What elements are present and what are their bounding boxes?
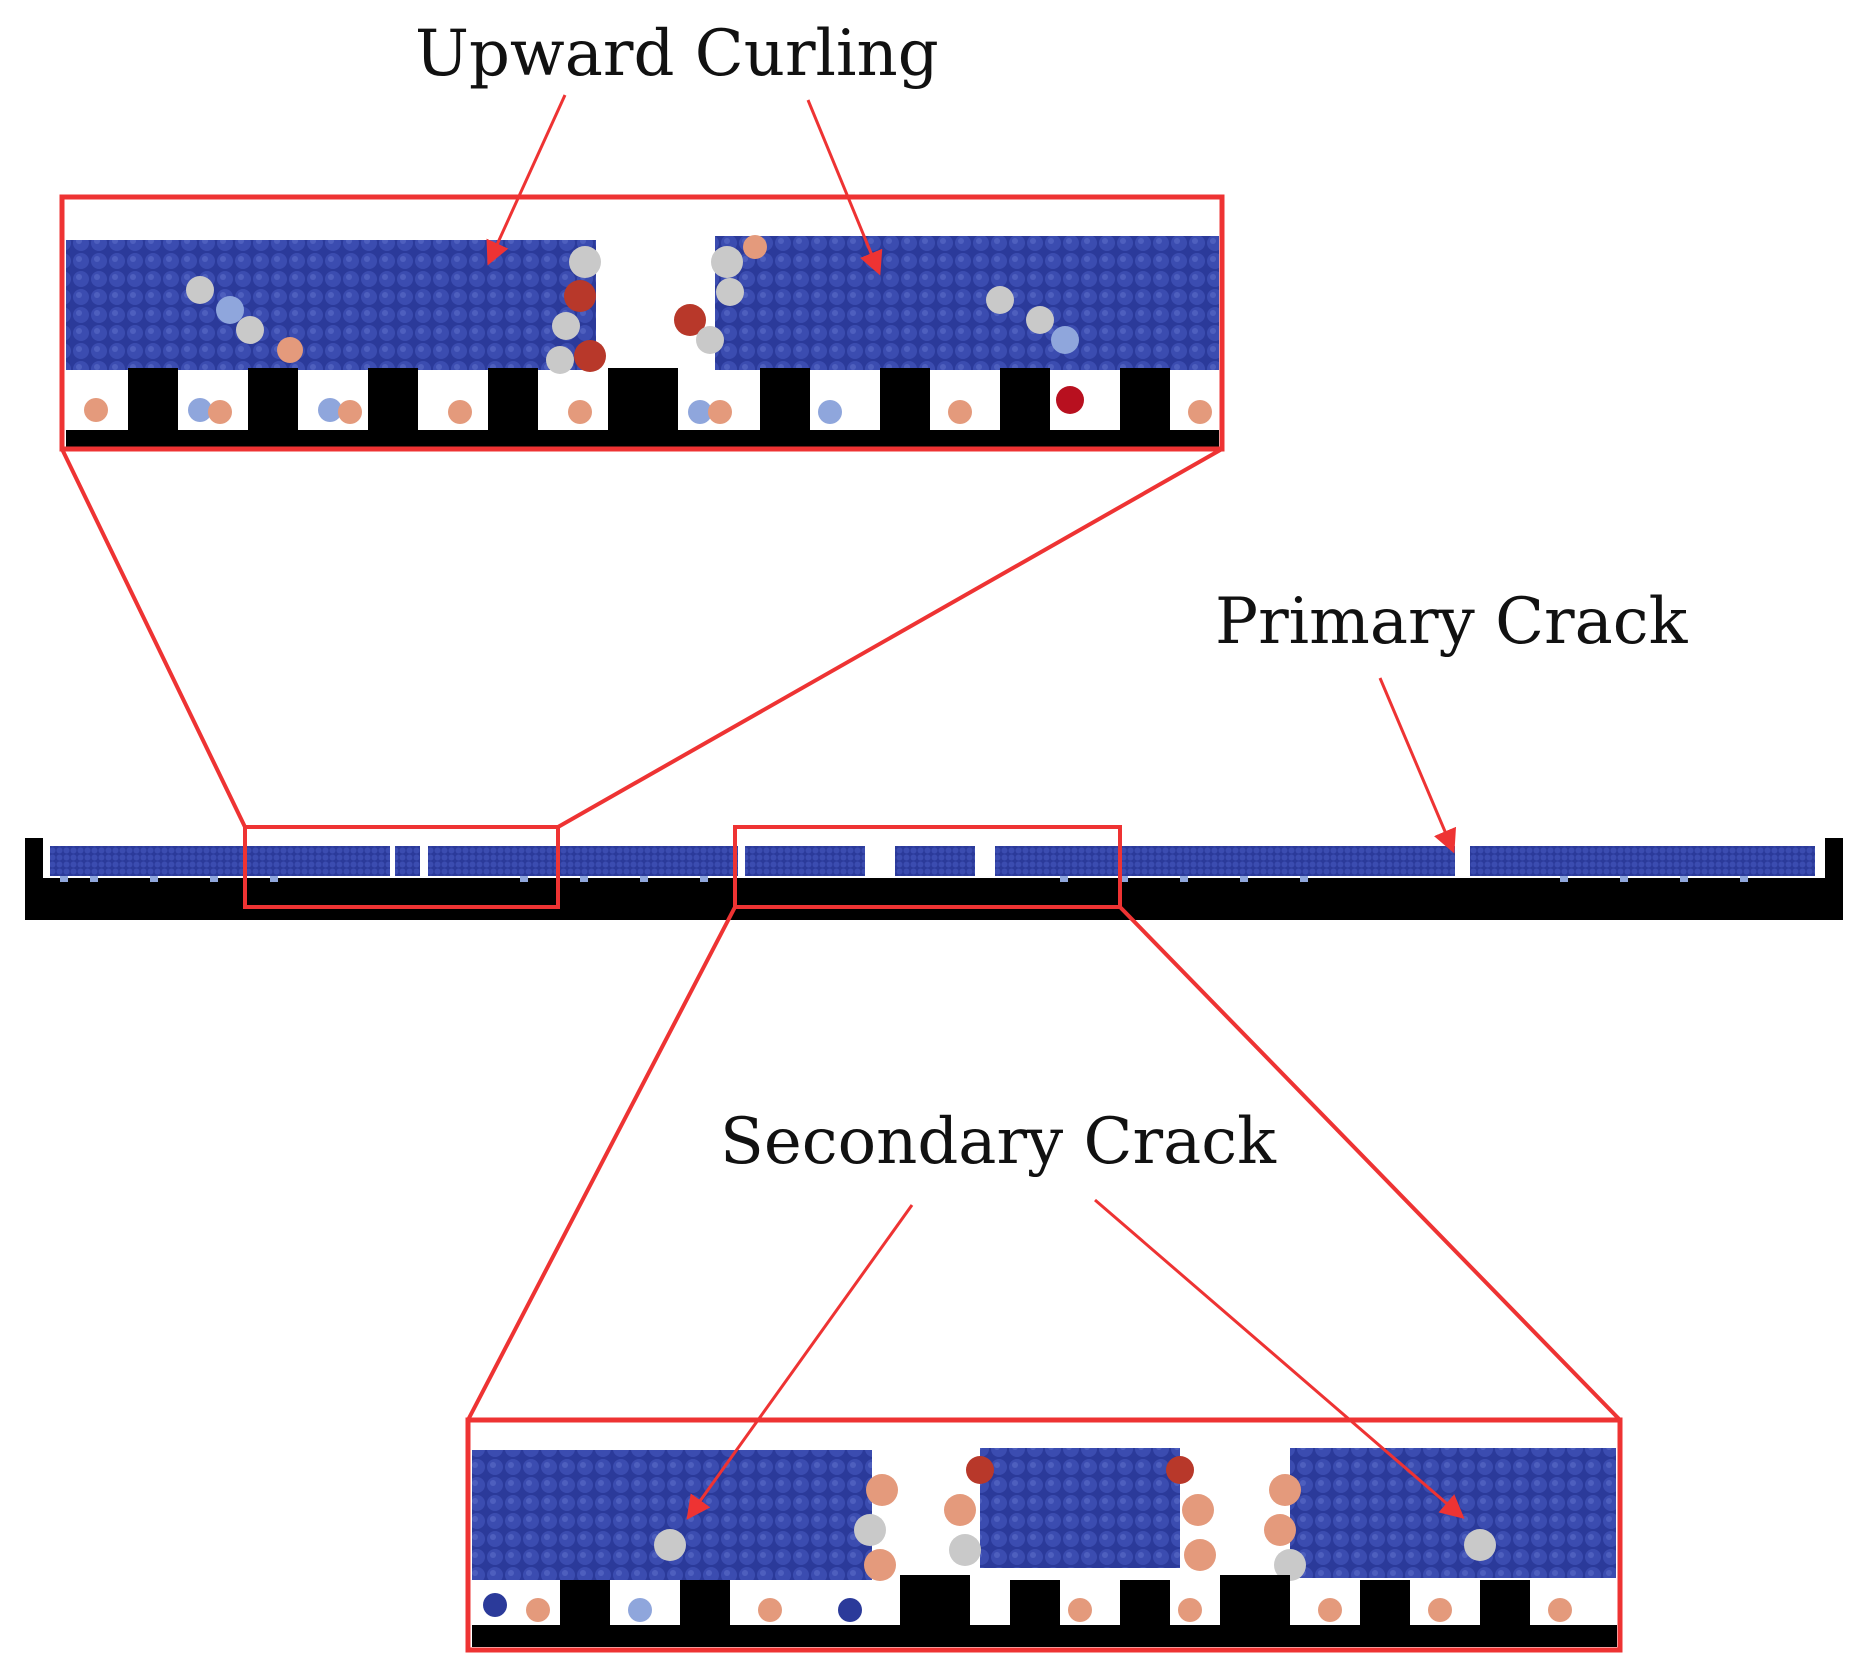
inset-substrate [472,1625,1617,1647]
substrate-wall-left [25,838,43,888]
pillar-row [60,876,1748,882]
zoom-connectors [60,447,1622,1422]
film-block [715,236,1219,370]
inset-secondary-crack [465,1417,1623,1653]
connector-line [557,447,1223,829]
connector-line [60,448,247,828]
highlight-box-left [243,825,560,909]
label-secondary-crack: Secondary Crack [720,1105,1276,1179]
film-block [66,240,596,370]
film-segment [995,846,1455,876]
inset-particle-row [483,1593,1572,1622]
arrow-secondary-crack-right [1094,1198,1465,1519]
arrow-primary-crack [1378,677,1457,854]
label-upward-curling: Upward Curling [415,17,939,91]
substrate-main [25,878,1843,920]
film-segment [895,846,975,876]
inset-frame [59,194,1225,452]
crack-edge-particles [654,1456,1496,1581]
film-segment [1470,846,1815,876]
main-strip [25,825,1843,920]
inset-upward-curling [59,194,1225,452]
film-segment [428,846,738,876]
film-block [1290,1448,1616,1578]
curl-edge-right [674,235,767,354]
film-segment [745,846,865,876]
annotation-arrows [486,94,1465,1520]
inset-pillars [560,1575,1530,1628]
film-segment [50,846,390,876]
film-block [980,1448,1180,1568]
inset-substrate [66,430,1219,448]
highlight-box-center [733,825,1122,909]
inset-particle-row [84,398,1212,424]
inset-pillars [128,368,1170,432]
label-primary-crack: Primary Crack [1215,585,1688,659]
connector-line [466,906,737,1421]
film-segment [395,846,420,876]
arrow-upward-curling-right [806,99,883,276]
arrow-upward-curling-left [486,94,567,266]
arrow-secondary-crack-left [686,1204,914,1520]
curl-edge-left [546,246,606,374]
defect-cluster [186,276,1084,414]
substrate-wall-right [1825,838,1843,888]
inset-frame [465,1417,1623,1653]
connector-line [1118,905,1622,1422]
